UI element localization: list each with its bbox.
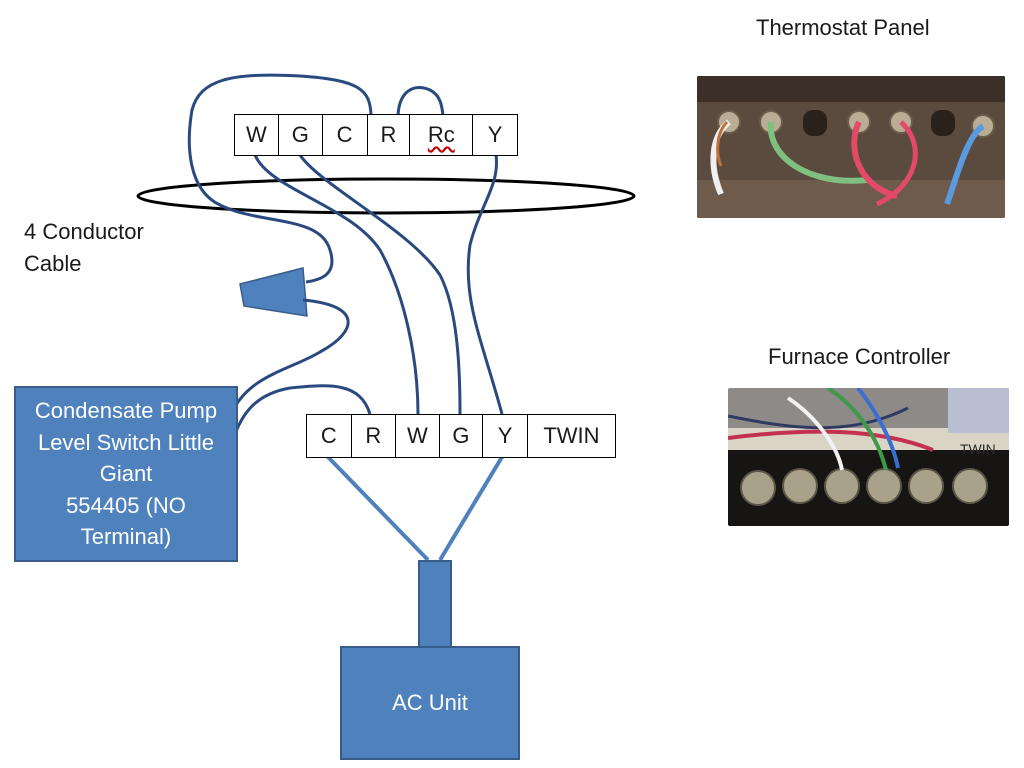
thermostat-photo-title: Thermostat Panel <box>756 15 930 40</box>
furnace-controller-photo: TWIN <box>728 388 1009 526</box>
cable-label-line-1: 4 Conductor <box>24 219 144 244</box>
thermostat-terminal-block: W G C R Rc Y <box>234 114 518 156</box>
furnace-photo-twin-text: TWIN <box>960 441 996 457</box>
thermostat-terminal-y: Y <box>487 122 503 147</box>
thermostat-terminal-rc: Rc <box>410 115 474 155</box>
furnace-terminal-c: C <box>307 415 352 457</box>
g-wire <box>298 154 462 415</box>
ac-unit-connector <box>418 560 452 650</box>
nut-to-pump-wire <box>230 298 350 413</box>
ac-unit-box: AC Unit <box>340 646 520 760</box>
cable-bundle-ellipse <box>136 177 636 215</box>
pump-line-1: Condensate Pump <box>34 398 218 424</box>
pump-line-2: Level Switch Little <box>37 429 215 455</box>
furnace-terminal-w: W <box>396 415 440 457</box>
c-to-ac-wire <box>326 455 430 562</box>
y-wire <box>466 154 504 415</box>
furnace-photo-drawing: TWIN <box>728 388 1009 526</box>
furnace-photo-title: Furnace Controller <box>768 344 951 369</box>
pump-line-3: Giant <box>99 461 153 487</box>
wire-nut <box>239 267 308 317</box>
furnace-terminal-block: C R W G Y TWIN <box>306 414 616 458</box>
thermostat-terminal-r: R <box>368 115 411 155</box>
thermostat-photo-drawing <box>697 76 1005 218</box>
cable-label-line-2: Cable <box>24 251 82 276</box>
condensate-pump-box: Condensate Pump Level Switch Little Gian… <box>14 386 238 562</box>
cable-label: 4 Conductor Cable <box>24 216 144 280</box>
thermostat-terminal-g: G <box>279 115 323 155</box>
thermostat-terminal-w: W <box>235 115 279 155</box>
r-rc-jumper-wire <box>396 86 445 117</box>
thermostat-terminal-c: C <box>323 115 368 155</box>
furnace-terminal-g: G <box>440 415 484 457</box>
y-to-ac-wire <box>438 455 504 562</box>
w-wire <box>253 154 420 415</box>
thermostat-panel-photo <box>697 76 1005 218</box>
ac-unit-label: AC Unit <box>392 690 468 715</box>
r-loop-to-pump-wire <box>187 73 373 284</box>
pump-line-4: 554405 (NO <box>66 492 186 518</box>
pump-to-furnace-r-wire <box>230 384 372 443</box>
furnace-terminal-y: Y <box>483 415 528 457</box>
pump-line-5: Terminal) <box>80 524 172 550</box>
furnace-terminal-r: R <box>352 415 397 457</box>
furnace-terminal-twin: TWIN <box>543 423 600 448</box>
